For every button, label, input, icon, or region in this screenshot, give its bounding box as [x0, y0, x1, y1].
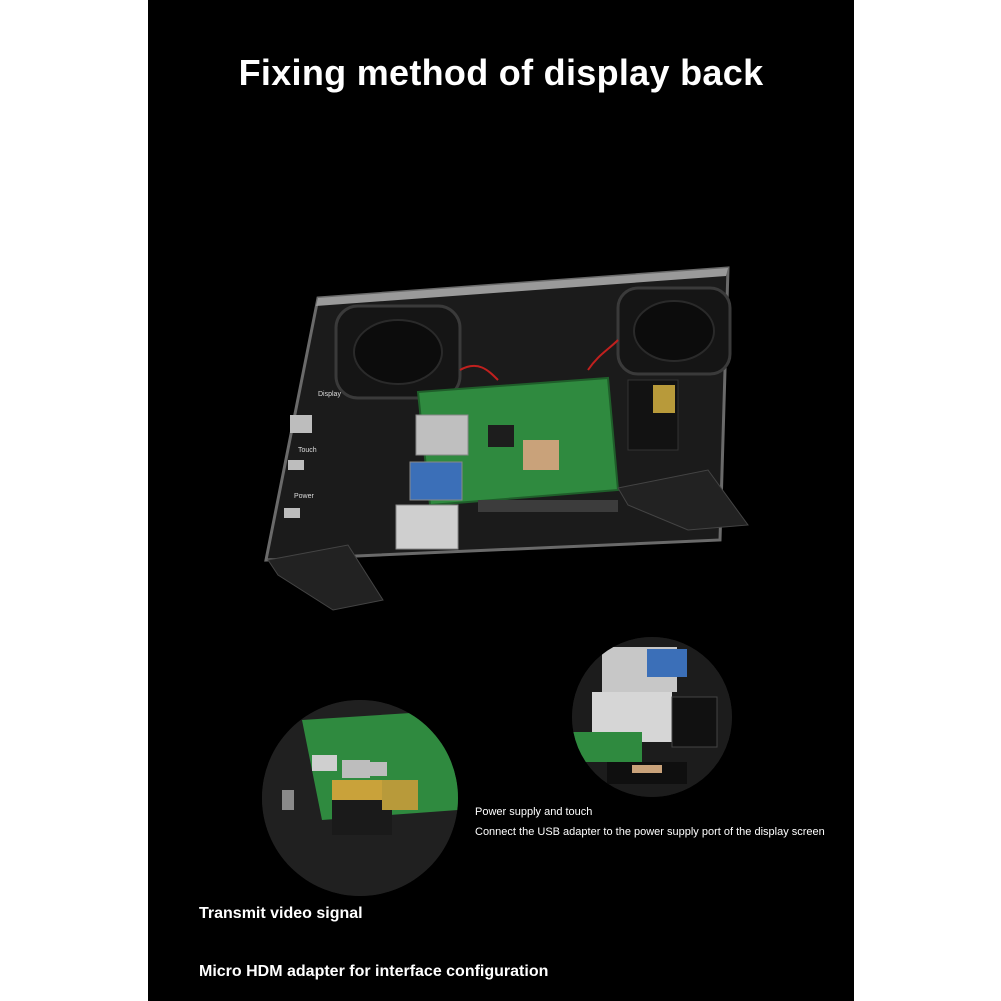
power-caption-description: Connect the USB adapter to the power sup… [475, 826, 825, 838]
display-port-label: Display [318, 391, 341, 398]
right-speaker [616, 286, 732, 376]
soc-chip [523, 440, 559, 470]
left-stand [267, 544, 384, 611]
page-title: Fixing method of display back [238, 52, 764, 93]
power-port-label: Power [294, 493, 315, 500]
power-port [284, 508, 300, 518]
touch-port-label: Touch [298, 447, 317, 454]
usb-adapter-detail-circle [572, 637, 732, 797]
display-back-illustration: Display Touch Power [264, 266, 749, 611]
left-speaker [334, 304, 462, 400]
power-caption-title: Power supply and touch [475, 806, 593, 818]
video-caption-description: Micro HDM adapter for interface configur… [199, 963, 549, 980]
ethernet-port [395, 504, 459, 550]
touch-port [288, 460, 304, 470]
hdmi-port [290, 415, 312, 433]
gpio-header [478, 500, 618, 512]
hdmi-adapter-detail-circle [262, 700, 458, 896]
product-image-panel: Fixing method of display back Display To… [148, 0, 854, 1001]
usb-ports [415, 414, 469, 456]
video-caption-title: Transmit video signal [199, 905, 363, 922]
right-stand [617, 469, 749, 531]
